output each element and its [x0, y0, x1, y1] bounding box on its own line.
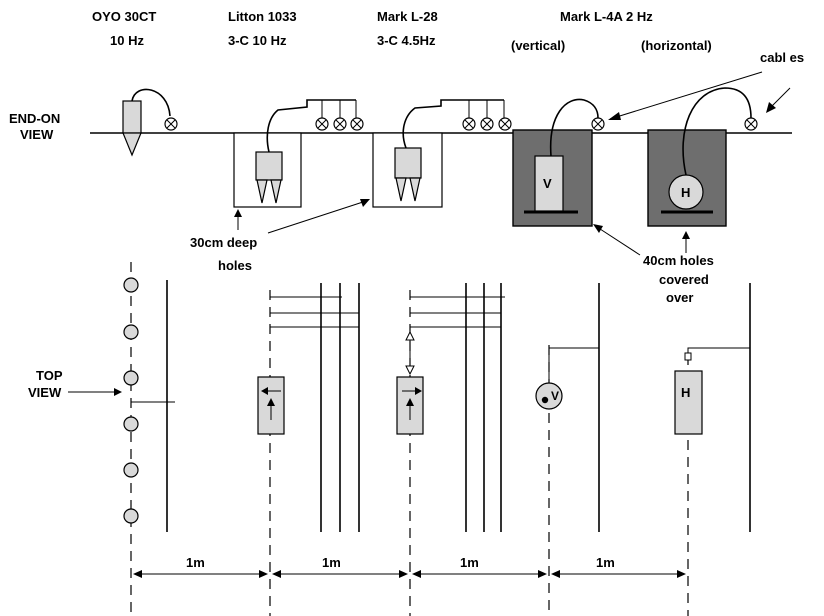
vertical-marker: V: [543, 176, 552, 191]
covered-arrow-horizontal-head: [682, 231, 690, 239]
l28-double-arrow-down: [405, 365, 415, 376]
spacing-label-2: 1m: [322, 555, 341, 570]
horizontal-marker: H: [681, 185, 690, 200]
takeout-connector: [462, 117, 476, 131]
l28-spike-1: [395, 177, 407, 202]
l4a-vertical-geophone: [534, 155, 564, 212]
litton-geophone-body: [255, 151, 283, 181]
header-litton-line1: Litton 1033: [228, 9, 297, 24]
l4a-vertical-dot: [541, 396, 549, 404]
covered-arrow-vertical-head: [593, 224, 603, 233]
end-on-label-2: VIEW: [20, 127, 54, 142]
covered-label-2: covered: [659, 272, 709, 287]
deep-holes-label-2: holes: [218, 258, 252, 273]
oyo-geophone-top: [123, 370, 139, 386]
l4a-vertical-top-lead: [548, 347, 599, 382]
oyo-geophone-top: [123, 508, 139, 524]
header-l4a-vertical: (vertical): [511, 38, 565, 53]
l28-double-arrow-up: [405, 330, 415, 341]
l28-cable: [402, 99, 504, 149]
cable-arrow-right-head: [766, 102, 776, 113]
spacing-dimension-4: [551, 570, 686, 578]
oyo-geophone-top: [123, 462, 139, 478]
end-on-label-1: END-ON: [9, 111, 60, 126]
top-view-label-1: TOP: [36, 368, 63, 383]
l28-spike-2: [409, 177, 421, 202]
cables-label: cabl es: [760, 50, 804, 65]
l28-geophone-body: [394, 147, 422, 179]
cable-arrow-left-head: [608, 112, 621, 120]
l4a-vertical-cable: [549, 98, 599, 157]
l4a-vertical-geophone-top: [535, 382, 563, 410]
header-l28-line1: Mark L-28: [377, 9, 438, 24]
spacing-label-1: 1m: [186, 555, 205, 570]
litton-spike-2: [270, 179, 282, 204]
top-view-label-2: VIEW: [28, 385, 62, 400]
hole-arrow-litton-head: [234, 209, 242, 217]
spacing-label-4: 1m: [596, 555, 615, 570]
top-vertical-marker: V: [551, 389, 559, 403]
l4a-horizontal-geophone-top: [674, 370, 703, 435]
header-l28-line2: 3-C 4.5Hz: [377, 33, 436, 48]
covered-arrow-vertical: [596, 226, 641, 256]
l28-arrow-y-head: [406, 398, 414, 406]
takeout-connector: [591, 117, 605, 131]
takeout-connector: [315, 117, 329, 131]
hole-arrow-l28-head: [360, 199, 370, 207]
litton-arrow-x-head: [261, 387, 268, 395]
l28-arrow-x-head: [415, 387, 422, 395]
header-l4a-horizontal: (horizontal): [641, 38, 712, 53]
covered-label-1: 40cm holes: [643, 253, 714, 268]
oyo-geophone-body: [122, 100, 142, 134]
spacing-dimension-3: [412, 570, 547, 578]
l4a-horizontal-connector: [684, 352, 692, 361]
oyo-geophone-top: [123, 277, 139, 293]
takeout-connector: [333, 117, 347, 131]
spacing-label-3: 1m: [460, 555, 479, 570]
takeout-connector: [164, 117, 178, 131]
oyo-geophone-spike: [122, 132, 142, 157]
spacing-dimension-1: [133, 570, 268, 578]
header-oyo-line2: 10 Hz: [110, 33, 144, 48]
header-oyo-line1: OYO 30CT: [92, 9, 156, 24]
takeout-connector: [498, 117, 512, 131]
deep-holes-label-1: 30cm deep: [190, 235, 257, 250]
oyo-cable: [131, 88, 171, 117]
l4a-horizontal-cable: [682, 87, 752, 176]
hole-arrow-l28: [267, 200, 367, 234]
top-view-arrow-head: [114, 388, 122, 396]
header-litton-line2: 3-C 10 Hz: [228, 33, 287, 48]
takeout-connector: [480, 117, 494, 131]
l4a-horizontal-top-lead: [687, 347, 750, 353]
litton-spike-1: [256, 179, 268, 204]
oyo-geophone-top: [123, 416, 139, 432]
takeout-connector: [350, 117, 364, 131]
header-l4a-line1: Mark L-4A 2 Hz: [560, 9, 653, 24]
top-horizontal-marker: H: [681, 385, 690, 400]
cable-arrow-left-line: [609, 71, 763, 120]
spacing-dimension-2: [272, 570, 408, 578]
litton-cable: [266, 99, 356, 153]
litton-arrow-y-head: [267, 398, 275, 406]
covered-label-3: over: [666, 290, 693, 305]
takeout-connector: [744, 117, 758, 131]
oyo-geophone-top: [123, 324, 139, 340]
